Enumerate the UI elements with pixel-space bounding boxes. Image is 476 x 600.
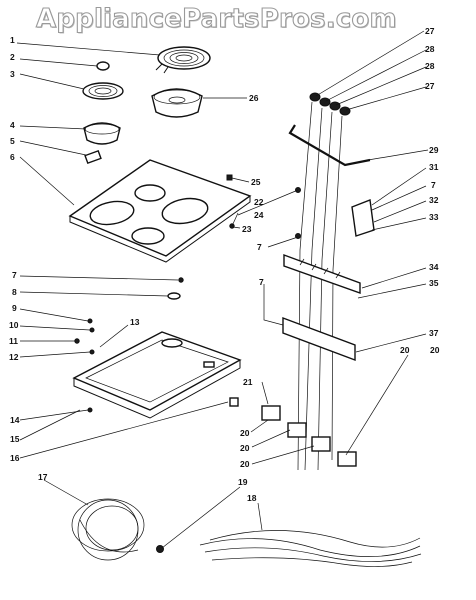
- callout-3: 3: [10, 69, 15, 79]
- cooktop-frame-icon: [68, 159, 252, 263]
- callout-34: 34: [429, 262, 439, 272]
- callout-8: 8: [12, 287, 17, 297]
- coil-element-icon: [155, 46, 211, 74]
- callout-20-c: 20: [240, 459, 250, 469]
- watermark: AppliancePartsPros.com: [35, 3, 397, 34]
- drip-pan-icon: [151, 88, 203, 118]
- switch-bracket-icon: [283, 253, 361, 294]
- callout-24: 24: [254, 210, 264, 220]
- burner-receptacle-icon: [83, 122, 121, 145]
- callout-37: 37: [429, 328, 439, 338]
- callout-22: 22: [254, 197, 264, 207]
- terminal-clip-icon: [84, 149, 102, 165]
- wire-harness-icon: [297, 101, 343, 471]
- callout-27-b: 27: [425, 81, 435, 91]
- callout-1: 1: [10, 35, 15, 45]
- switch-rod-icon: [288, 124, 371, 167]
- callout-28-a: 28: [425, 44, 435, 54]
- callout-11: 11: [9, 336, 18, 346]
- knob-cluster-icon: [309, 92, 351, 116]
- callout-13: 13: [130, 317, 140, 327]
- callout-7-c: 7: [259, 277, 264, 287]
- power-cord-icon: [71, 498, 145, 561]
- callout-16: 16: [10, 453, 20, 463]
- bracket-clip-icon: [295, 187, 375, 239]
- callout-25: 25: [251, 177, 261, 187]
- callout-6: 6: [10, 152, 15, 162]
- callout-4: 4: [10, 120, 15, 130]
- callout-32: 32: [429, 195, 439, 205]
- callout-28-b: 28: [425, 61, 435, 71]
- callout-20-b: 20: [240, 443, 250, 453]
- callout-5: 5: [10, 136, 15, 146]
- callout-12: 12: [9, 352, 19, 362]
- callout-10: 10: [9, 320, 19, 330]
- callout-21: 21: [243, 377, 253, 387]
- knob-icon: [96, 61, 110, 71]
- callout-18: 18: [247, 493, 257, 503]
- callout-7-a: 7: [257, 242, 262, 252]
- callout-7-b: 7: [12, 270, 17, 280]
- callout-33: 33: [429, 212, 439, 222]
- callout-35: 35: [429, 278, 439, 288]
- callout-29: 29: [429, 145, 439, 155]
- callout-labels: 1 2 3 4 5 6 26 25 22 24 23 7 7 8 9 10 11…: [9, 26, 440, 503]
- cooktop-pan-icon: [72, 331, 242, 419]
- callout-15: 15: [10, 434, 20, 444]
- callout-20-d: 20: [400, 345, 410, 355]
- callout-2: 2: [10, 52, 15, 62]
- leader-lines: [16, 30, 429, 549]
- callout-23: 23: [242, 224, 252, 234]
- callout-9: 9: [12, 303, 17, 313]
- callout-27-a: 27: [425, 26, 435, 36]
- wire-bundle-icon: [199, 530, 422, 567]
- callout-19: 19: [238, 477, 248, 487]
- callout-14: 14: [10, 415, 20, 425]
- callout-20-e: 20: [430, 345, 440, 355]
- mounting-bar-icon: [282, 316, 356, 362]
- coil-element-small-icon: [82, 82, 124, 100]
- infinite-switch-icon: [261, 405, 357, 467]
- callout-31: 31: [429, 162, 439, 172]
- callout-7-d: 7: [431, 180, 436, 190]
- callout-20-a: 20: [240, 428, 250, 438]
- callout-17: 17: [38, 472, 48, 482]
- callout-26: 26: [249, 93, 259, 103]
